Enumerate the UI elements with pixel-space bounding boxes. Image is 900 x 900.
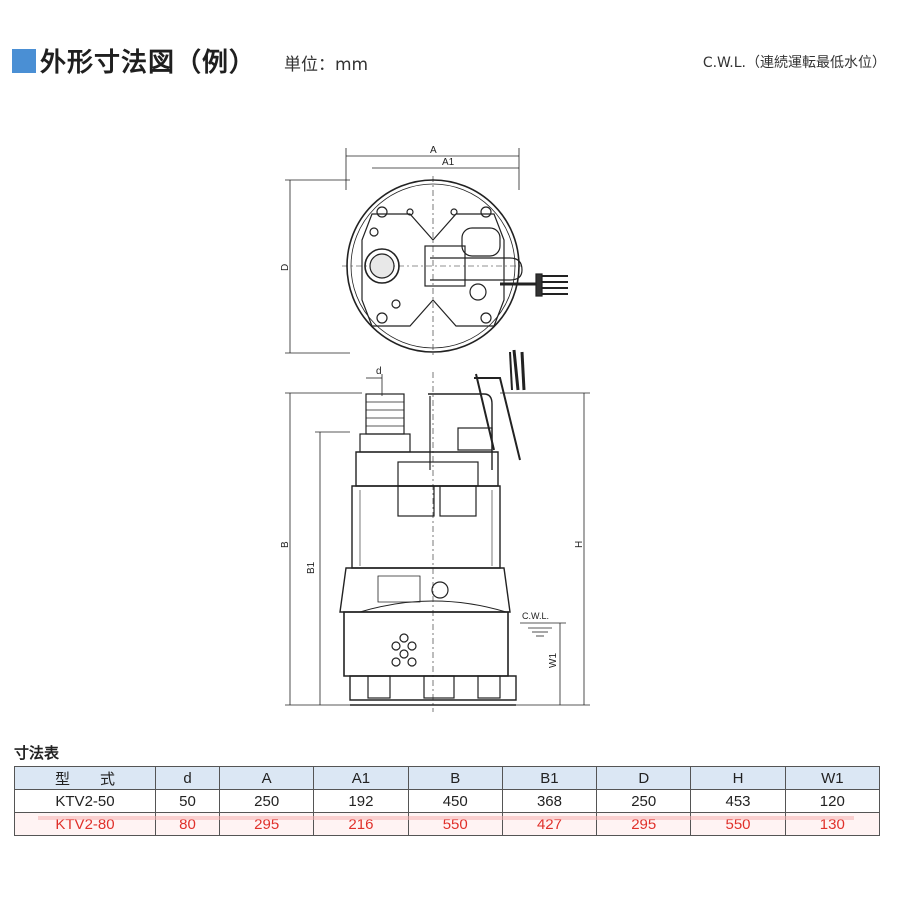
highlight-bar bbox=[38, 816, 854, 820]
label-H: H bbox=[574, 541, 585, 548]
label-A: A bbox=[430, 145, 437, 156]
col-D: D bbox=[596, 766, 692, 790]
col-d: d bbox=[154, 766, 221, 790]
cell-d: 50 bbox=[154, 789, 221, 813]
label-cwl: C.W.L. bbox=[522, 611, 549, 621]
col-H: H bbox=[690, 766, 786, 790]
label-W1: W1 bbox=[548, 653, 559, 668]
dimension-table: 型 式 d A A1 B B1 D H W1 KTV2-50 50 250 19… bbox=[14, 766, 881, 836]
cwl-note: C.W.L.（連続運転最低水位） bbox=[702, 55, 886, 71]
col-A: A bbox=[219, 766, 315, 790]
label-B: B bbox=[280, 541, 291, 548]
table-header-row: 型 式 d A A1 B B1 D H W1 bbox=[14, 766, 881, 790]
cell-A1: 192 bbox=[313, 789, 409, 813]
page-title: 外形寸法図（例） bbox=[40, 48, 257, 78]
label-B1: B1 bbox=[306, 561, 317, 574]
cell-B1: 368 bbox=[501, 789, 598, 813]
col-model: 型 式 bbox=[14, 766, 156, 790]
col-A1: A1 bbox=[313, 766, 409, 790]
header: 外形寸法図（例） 単位：mm C.W.L.（連続運転最低水位） bbox=[12, 42, 886, 78]
label-d: d bbox=[376, 366, 382, 377]
unit-label: 単位：mm bbox=[284, 55, 369, 75]
cell-model: KTV2-50 bbox=[14, 789, 156, 813]
table-title: 寸法表 bbox=[14, 744, 60, 762]
table-row: KTV2-50 50 250 192 450 368 250 453 120 bbox=[14, 789, 881, 813]
col-B: B bbox=[407, 766, 503, 790]
title-group: 外形寸法図（例） bbox=[12, 42, 256, 79]
cell-A: 250 bbox=[219, 789, 315, 813]
pump-drawing: A A1 D d B B1 H W1 C.W.L. bbox=[280, 145, 590, 712]
label-D: D bbox=[280, 264, 291, 271]
cell-D: 250 bbox=[596, 789, 692, 813]
title-square-icon bbox=[12, 48, 36, 73]
col-B1: B1 bbox=[501, 766, 598, 790]
cell-B: 450 bbox=[407, 789, 503, 813]
label-A1: A1 bbox=[442, 157, 455, 168]
cell-W1: 120 bbox=[784, 789, 881, 813]
col-W1: W1 bbox=[784, 766, 881, 790]
cell-H: 453 bbox=[690, 789, 786, 813]
